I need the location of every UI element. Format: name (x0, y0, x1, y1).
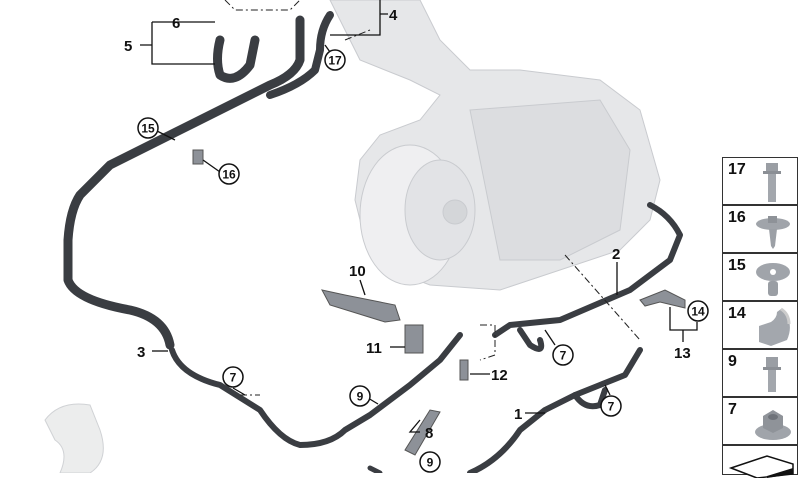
callout-7[interactable]: 7 (560, 349, 567, 363)
partial-part-illustration (44, 403, 104, 473)
callout-9[interactable]: 9 (427, 456, 434, 470)
callout-17-circled[interactable]: 17 (324, 49, 346, 71)
callout-1[interactable]: 1 (514, 406, 522, 423)
callout-2[interactable]: 2 (612, 246, 620, 263)
bolt-icon (763, 357, 781, 392)
part-cell-15[interactable]: 15 (722, 253, 798, 301)
part-number: 14 (728, 305, 746, 322)
part-cell-partial[interactable] (722, 445, 798, 478)
callout-5[interactable]: 5 (124, 38, 132, 55)
callout-7[interactable]: 7 (230, 371, 237, 385)
part-number: 7 (728, 401, 737, 418)
callout-7a-circled[interactable]: 7 (222, 366, 244, 388)
callout-6[interactable]: 6 (172, 15, 180, 32)
callout-15[interactable]: 15 (141, 122, 155, 136)
assembly-lines (224, 0, 641, 396)
callout-9[interactable]: 9 (357, 390, 364, 404)
callout-3[interactable]: 3 (137, 344, 145, 361)
callout-14-circled[interactable]: 14 (687, 300, 709, 322)
callout-15-circled[interactable]: 15 (137, 117, 159, 139)
callout-14[interactable]: 14 (691, 305, 705, 319)
part-number: 15 (728, 257, 746, 274)
callout-8[interactable]: 8 (425, 425, 433, 442)
hose-lines (63, 11, 683, 473)
callout-13[interactable]: 13 (674, 345, 691, 362)
callout-9b-circled[interactable]: 9 (419, 451, 441, 473)
clip-icon (759, 307, 791, 346)
callout-7c-circled[interactable]: 7 (600, 395, 622, 417)
callout-4[interactable]: 4 (389, 7, 398, 24)
part-number: 16 (728, 209, 746, 226)
part-number: 17 (728, 161, 746, 178)
part-cell-17[interactable]: 17 (722, 157, 798, 205)
callout-16[interactable]: 16 (222, 168, 236, 182)
callout-7[interactable]: 7 (608, 400, 615, 414)
part-cell-16[interactable]: 16 (722, 205, 798, 253)
callout-12[interactable]: 12 (491, 367, 508, 384)
callout-11[interactable]: 11 (366, 340, 382, 357)
transmission-illustration (329, 0, 661, 291)
part-number: 9 (728, 353, 737, 370)
leader-lines (140, 0, 698, 433)
bracket-icon (728, 455, 794, 478)
callout-7b-circled[interactable]: 7 (552, 344, 574, 366)
bolt-icon (763, 163, 781, 202)
push-rivet-icon (756, 216, 790, 249)
callout-10[interactable]: 10 (349, 263, 366, 280)
callout-16-circled[interactable]: 16 (218, 163, 240, 185)
part-cell-14[interactable]: 14 (722, 301, 798, 349)
collar-nut-icon (755, 410, 791, 440)
part-cell-9[interactable]: 9 (722, 349, 798, 397)
expanding-rivet-icon (756, 263, 790, 296)
callout-9a-circled[interactable]: 9 (349, 385, 371, 407)
brackets (192, 149, 686, 456)
part-cell-7[interactable]: 7 (722, 397, 798, 445)
callout-17[interactable]: 17 (328, 54, 342, 68)
